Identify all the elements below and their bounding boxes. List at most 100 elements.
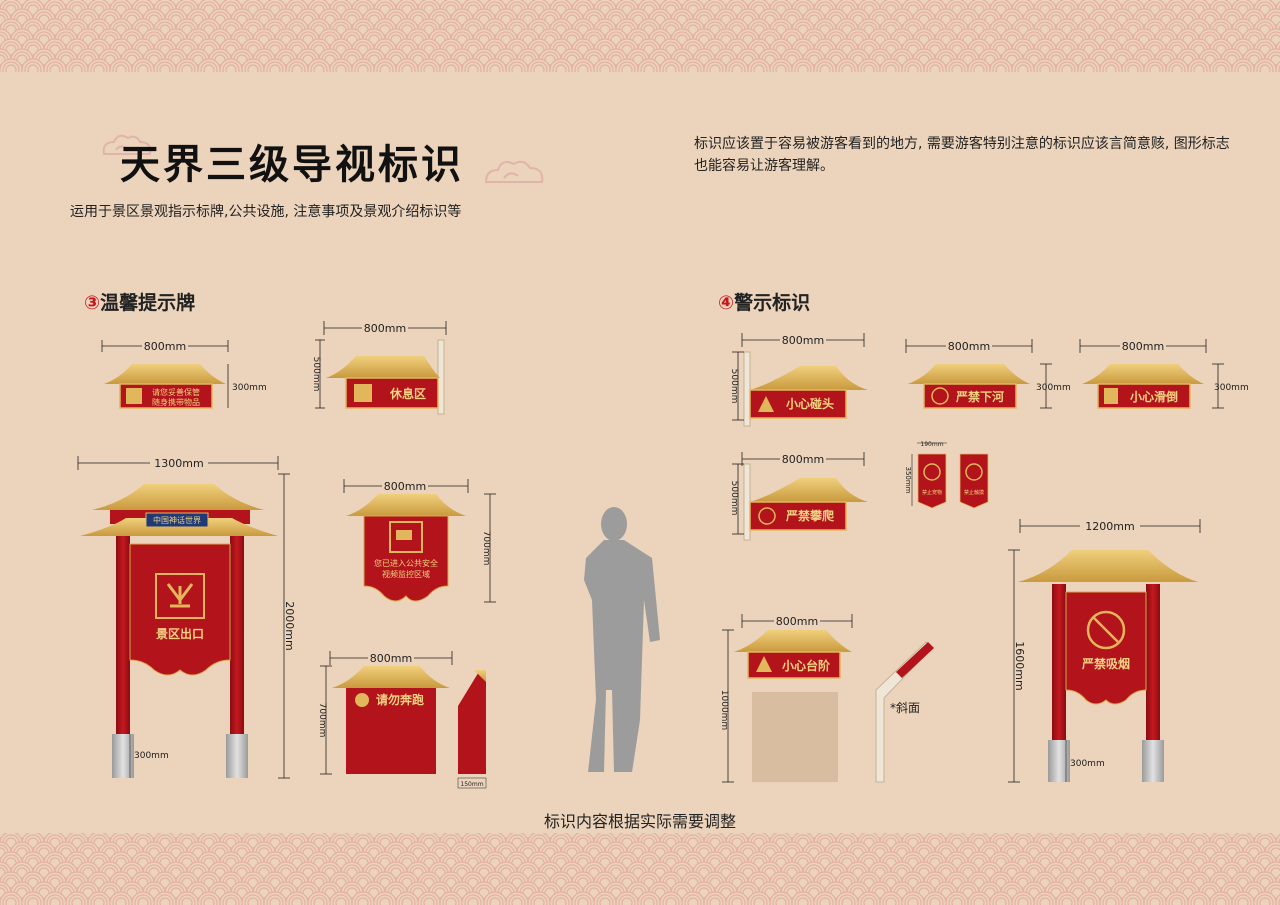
sign-text: 请您妥善保管 bbox=[152, 387, 200, 397]
dim-height: 300mm bbox=[1036, 363, 1071, 409]
dim-base: 300mm bbox=[1065, 740, 1105, 782]
dim-label: 1300mm bbox=[154, 457, 203, 470]
sign-text: 景区出口 bbox=[156, 626, 204, 641]
sign-no-river: 800mm 严禁下河 300mm bbox=[905, 339, 1071, 409]
dim-base: 300mm bbox=[129, 734, 169, 778]
dim-label: 300mm bbox=[232, 383, 267, 393]
wave-arc bbox=[379, 64, 391, 72]
wave-arc bbox=[5, 64, 17, 72]
sign-rest-area: 800mm 休息区 500mm bbox=[311, 321, 447, 415]
dim-label: 800mm bbox=[782, 453, 824, 466]
sign-text: 禁止触摸 bbox=[964, 489, 984, 496]
sign-text: 视频监控区域 bbox=[382, 569, 430, 579]
wave-arc bbox=[1127, 64, 1139, 72]
human-silhouette bbox=[584, 507, 660, 772]
sign-belongings: 800mm 请您妥善保管 随身携带物品 300mm bbox=[101, 339, 267, 409]
wave-arc bbox=[159, 64, 171, 72]
sign-text: 休息区 bbox=[389, 386, 426, 401]
dim-width: 800mm bbox=[741, 333, 865, 347]
dim-label: 800mm bbox=[1122, 340, 1164, 353]
dim-width: 800mm bbox=[101, 339, 229, 353]
dim-height: 1000mm bbox=[719, 629, 734, 783]
wave-arc bbox=[137, 64, 149, 72]
wave-arc bbox=[731, 64, 743, 72]
wave-arc bbox=[863, 64, 875, 72]
dim-label: 300mm bbox=[1214, 383, 1249, 393]
dim-width: 800mm bbox=[905, 339, 1033, 353]
bench-icon bbox=[354, 384, 372, 402]
wave-arc bbox=[225, 64, 237, 72]
wave-arc bbox=[929, 64, 941, 72]
wave-arc bbox=[775, 64, 787, 72]
dim-width: 800mm bbox=[1079, 339, 1207, 353]
dim-height: 700mm bbox=[317, 665, 332, 775]
wave-arc bbox=[621, 64, 633, 72]
sign-text: 严禁攀爬 bbox=[785, 508, 835, 523]
wave-arc bbox=[445, 64, 457, 72]
luggage-icon bbox=[126, 388, 142, 404]
dim-label: 150mm bbox=[460, 781, 483, 788]
dim-label: 300mm bbox=[1070, 759, 1105, 769]
footer-note: 标识内容根据实际需要调整 bbox=[543, 812, 736, 831]
dim-height: 700mm bbox=[481, 493, 496, 603]
wave-arc bbox=[49, 64, 61, 72]
dim-label: 1000mm bbox=[719, 690, 729, 730]
sign-gate-exit: 1300mm 中国神话世界 景区出口 2000mm 300mm bbox=[77, 456, 296, 779]
slip-icon bbox=[1104, 388, 1118, 404]
sign-text: 请勿奔跑 bbox=[376, 692, 424, 707]
bottom-wave-pattern bbox=[0, 833, 1280, 905]
wave-arc bbox=[203, 64, 215, 72]
wave-arc bbox=[643, 64, 655, 72]
running-icon bbox=[355, 693, 369, 707]
dim-label: 190mm bbox=[920, 441, 943, 448]
wave-arc bbox=[1171, 64, 1183, 72]
wave-arc bbox=[577, 64, 589, 72]
dim-width: 800mm bbox=[323, 321, 447, 335]
dim-width: 1200mm bbox=[1019, 519, 1201, 533]
wave-arc bbox=[401, 64, 413, 72]
wave-arc bbox=[423, 64, 435, 72]
wave-arc bbox=[951, 64, 963, 72]
top-wave-pattern bbox=[0, 0, 1280, 72]
wave-arc bbox=[1149, 64, 1161, 72]
dim-height: 1600mm bbox=[1008, 549, 1026, 783]
dim-height: 2000mm bbox=[278, 473, 296, 779]
dim-width: 800mm bbox=[329, 651, 453, 665]
sign-text: 严禁下河 bbox=[955, 389, 1004, 404]
wave-arc bbox=[27, 64, 39, 72]
dim-height: 500mm bbox=[311, 339, 325, 409]
sign-mind-head: 800mm 小心碰头 500mm bbox=[729, 333, 868, 427]
dim-width: 800mm bbox=[741, 452, 865, 466]
sign-text: 小心碰头 bbox=[786, 396, 834, 411]
wave-arc bbox=[1017, 64, 1029, 72]
dim-label: 350mm bbox=[904, 467, 912, 494]
dim-label: 300mm bbox=[134, 751, 169, 761]
sign-small-flags: 190mm 禁止宠物 禁止触摸 350mm bbox=[904, 441, 989, 509]
dim-width: 800mm bbox=[741, 614, 853, 628]
dim-height: 300mm bbox=[1212, 363, 1249, 409]
wave-arc bbox=[467, 64, 479, 72]
dim-label: 700mm bbox=[481, 531, 491, 566]
sign-slippery: 800mm 小心滑倒 300mm bbox=[1079, 339, 1249, 409]
sign-text: 小心滑倒 bbox=[1130, 389, 1178, 404]
dim-label: 800mm bbox=[144, 340, 186, 353]
wave-arc bbox=[797, 64, 809, 72]
wave-arc bbox=[93, 64, 105, 72]
wave-arc bbox=[907, 64, 919, 72]
slope-note: *斜面 bbox=[890, 701, 920, 715]
dim-label: 1600mm bbox=[1013, 641, 1026, 690]
sign-text: 小心台阶 bbox=[782, 658, 831, 673]
sign-mind-steps: 800mm 小心台阶 1000mm *斜面 bbox=[719, 614, 934, 783]
dim-label: 700mm bbox=[317, 703, 327, 738]
wave-arc bbox=[1237, 64, 1249, 72]
dim-height: 500mm bbox=[729, 351, 744, 421]
dim-label: 500mm bbox=[729, 481, 739, 516]
camera-icon bbox=[396, 530, 412, 540]
wave-arc bbox=[247, 64, 259, 72]
dim-label: 800mm bbox=[364, 322, 406, 335]
wave-arc bbox=[511, 64, 523, 72]
wave-arc bbox=[599, 64, 611, 72]
dim-label: 800mm bbox=[782, 334, 824, 347]
wave-arc bbox=[819, 64, 831, 72]
